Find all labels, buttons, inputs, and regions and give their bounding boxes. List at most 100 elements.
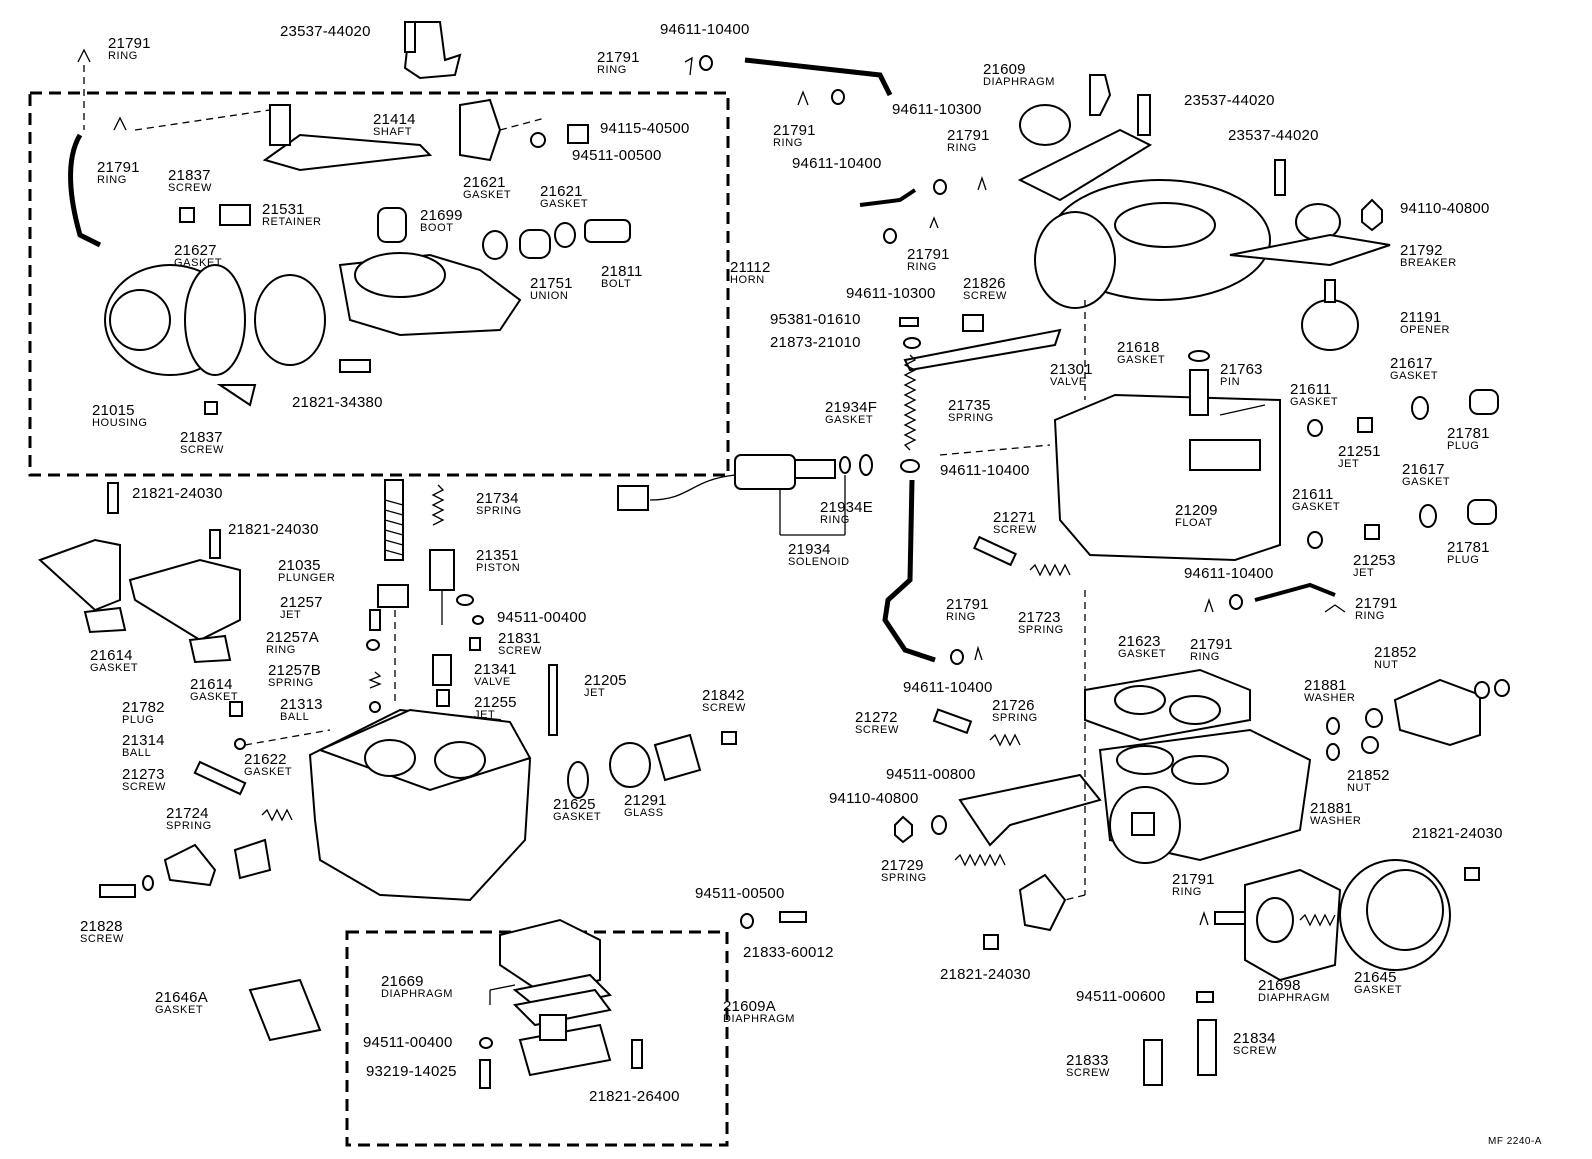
valve-lever-icon: [903, 328, 1062, 372]
housing-cap-icon: [109, 289, 171, 351]
washer-icon: [933, 179, 947, 195]
part-label: 21873-21010: [770, 334, 861, 351]
lever-icon: [38, 538, 121, 612]
ring-clip-icon: [977, 175, 987, 191]
screw-icon: [204, 401, 218, 415]
ball-icon: [234, 738, 246, 750]
choke-shaft-icon: [262, 133, 433, 172]
part-label: 94611-10300: [846, 285, 936, 302]
gasket-icon: [554, 222, 576, 248]
washer-icon: [1474, 681, 1490, 699]
part-label: 94611-10400: [1184, 565, 1274, 582]
part-label: 21821-26400: [589, 1088, 680, 1105]
gasket-hole-icon: [1169, 695, 1221, 725]
jet-icon: [1364, 524, 1380, 540]
screw-icon: [1197, 1019, 1217, 1076]
throttle-lever-icon: [1393, 678, 1481, 747]
gasket-icon: [1307, 419, 1323, 437]
part-label: 94110-40800: [1400, 200, 1490, 217]
pin-icon: [899, 317, 919, 327]
part-label: 94511-00800: [886, 766, 976, 783]
link-rod-icon: [1254, 582, 1336, 602]
gasket-icon: [83, 606, 127, 634]
nut-icon: [894, 815, 913, 844]
spring-icon: [1299, 913, 1336, 927]
part-label: 94611-10400: [792, 155, 882, 172]
part-label: 23537-44020: [1184, 92, 1275, 109]
ring-clip-icon: [684, 56, 693, 76]
gasket-icon: [1307, 531, 1323, 549]
part-label: 94511-00500: [695, 885, 785, 902]
plug-icon: [1467, 499, 1497, 525]
bolt-icon: [1137, 94, 1151, 136]
union-icon: [519, 229, 551, 259]
ring-clip-icon: [974, 645, 983, 661]
washer-icon: [900, 459, 920, 473]
needle-valve-icon: [1189, 369, 1209, 416]
plunger-rod-icon: [384, 479, 404, 561]
ring-clip-icon: [929, 216, 939, 229]
jet-icon: [436, 689, 450, 707]
part-label: 21821-34380: [292, 394, 383, 411]
ball-icon: [369, 701, 381, 713]
screw-icon: [209, 529, 221, 559]
plug-icon: [229, 701, 243, 717]
gasket-icon: [1188, 350, 1210, 362]
gasket-icon: [482, 230, 508, 260]
washer-icon: [1494, 679, 1510, 697]
bolt-icon: [584, 219, 631, 243]
nut-icon: [1365, 708, 1383, 728]
washer-icon: [1326, 743, 1340, 761]
ring-clip-icon: [797, 90, 809, 106]
bolt-icon: [1274, 159, 1286, 196]
part-label: 94611-10400: [940, 462, 1030, 479]
body-bore-icon: [364, 739, 416, 777]
horn-bore-icon: [354, 252, 446, 298]
spring-icon: [903, 354, 917, 451]
screw-icon: [193, 760, 247, 796]
washer-icon: [1229, 594, 1243, 610]
clip-icon: [479, 1037, 493, 1049]
washer-icon: [740, 913, 754, 929]
opener-stem-icon: [1324, 279, 1336, 303]
part-label: 21821-24030: [228, 521, 319, 538]
part-label: 94611-10400: [660, 21, 750, 38]
part-label: 93219-14025: [366, 1063, 457, 1080]
diaphragm-cap-icon: [1366, 869, 1444, 951]
part-label: 21821-24030: [940, 966, 1031, 983]
